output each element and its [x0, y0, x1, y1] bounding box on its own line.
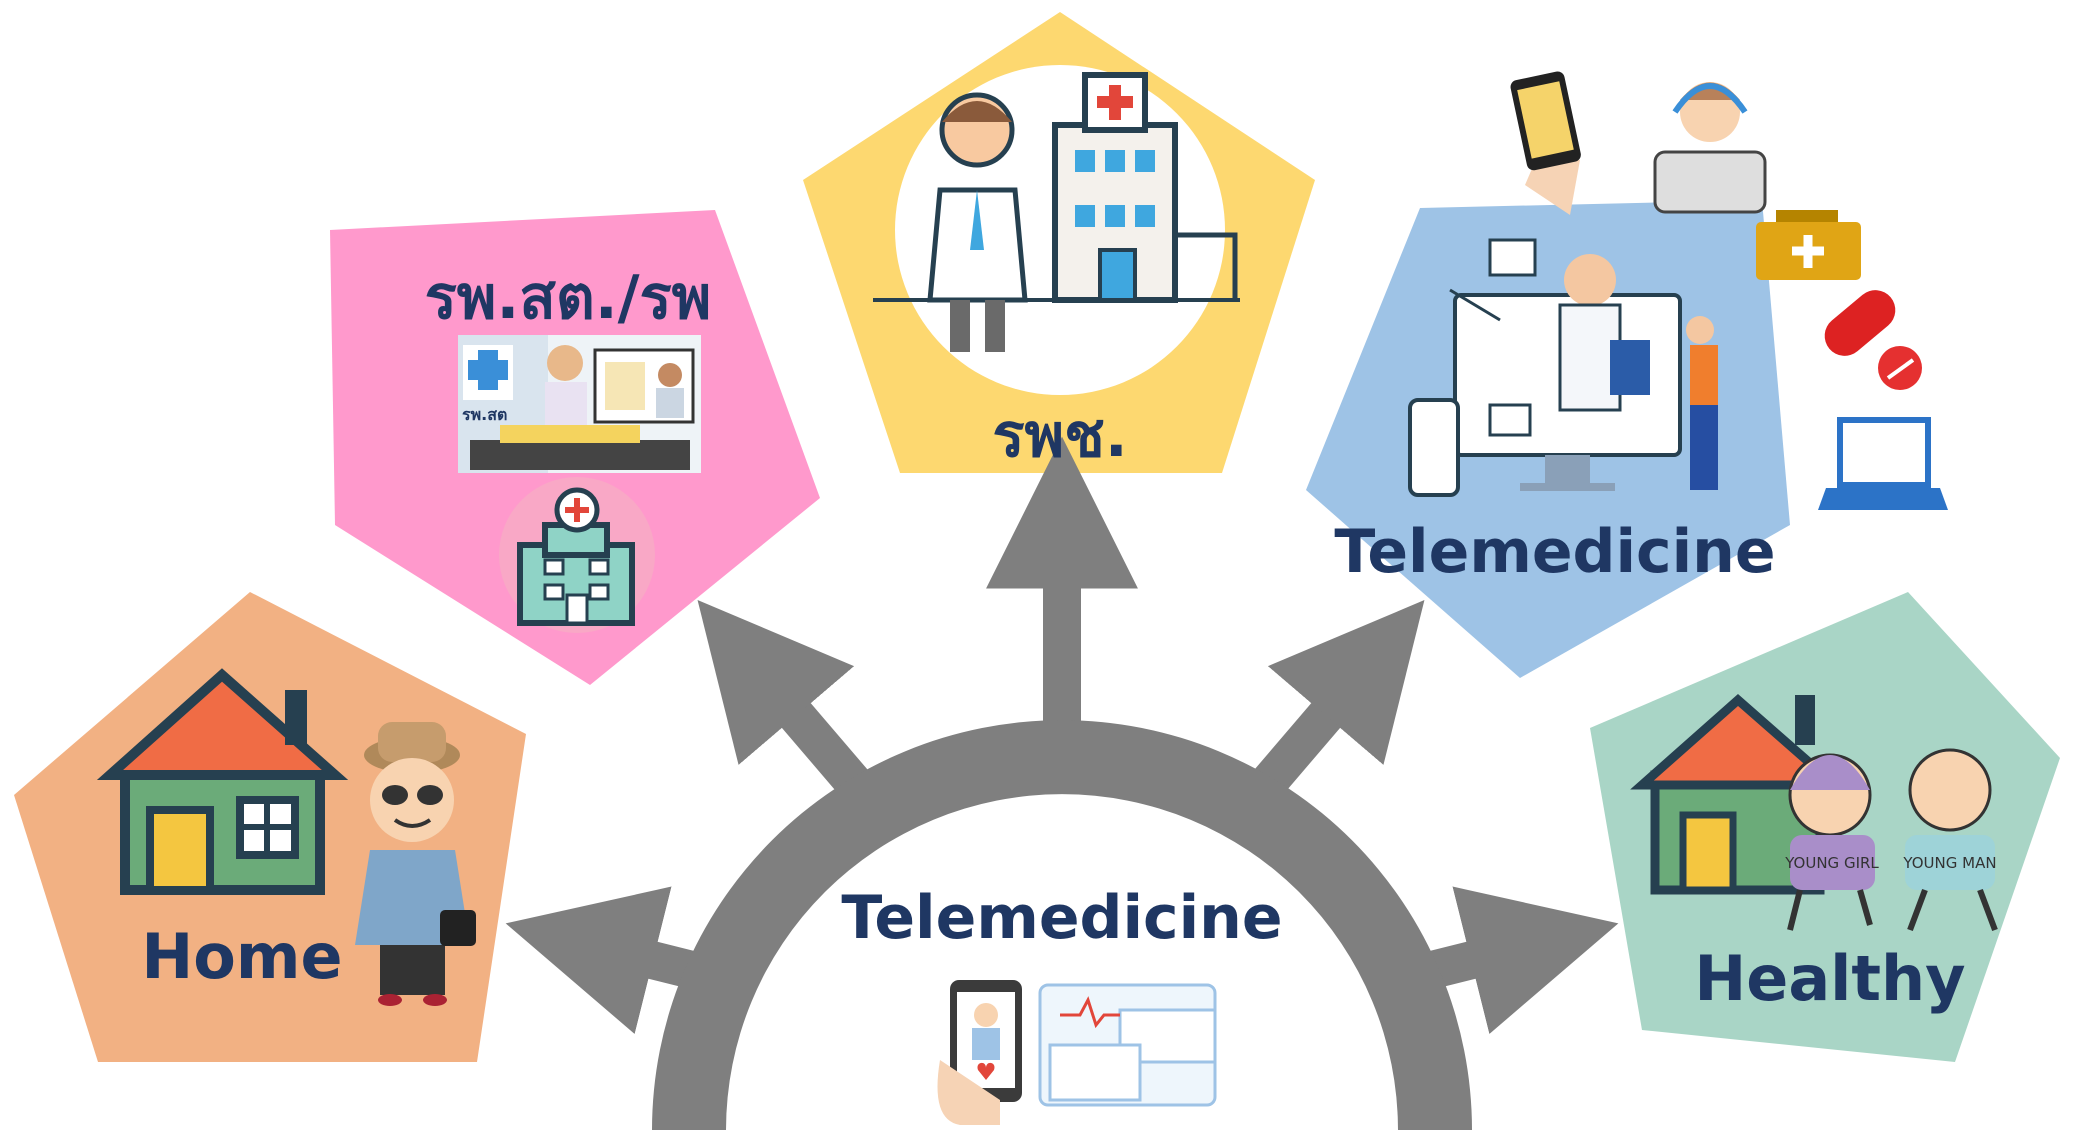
online-doctor-icon [1408, 238, 1718, 497]
health-volunteer-icon [355, 722, 476, 1006]
home-label: Home [141, 920, 342, 993]
hub-ring [652, 720, 1472, 1130]
pills-icon [1824, 290, 1922, 390]
rpsat-photo-caption: รพ.สต [462, 405, 507, 424]
arrow-up-right [1247, 600, 1425, 803]
young-girl-badge: YOUNG GIRL [1784, 854, 1879, 872]
mobile-telemedicine-icon [937, 980, 1217, 1125]
laptop-icon [1818, 417, 1948, 510]
young-man-badge: YOUNG MAN [1902, 854, 1996, 872]
elderly-couple-icon: YOUNG GIRL YOUNG MAN [1784, 748, 1998, 932]
doctor-hospital-icon [873, 65, 1240, 395]
tablet-icon [1510, 71, 1581, 215]
telemedicine-label: Telemedicine [1334, 517, 1775, 587]
house-icon [96, 668, 349, 895]
telehealth-photo: รพ.สต [458, 335, 701, 473]
healthy-label: Healthy [1694, 942, 1965, 1015]
central-hub [505, 436, 1619, 1130]
arrow-up-left [697, 600, 875, 803]
center-telemedicine-label: Telemedicine [841, 883, 1282, 953]
community-hospital-label: รพช. [992, 401, 1127, 471]
health-center-icon [499, 477, 655, 633]
call-center-icon [1653, 82, 1767, 214]
rpsat-label: รพ.สต./รพ [425, 263, 712, 333]
first-aid-kit-icon [1756, 210, 1861, 280]
